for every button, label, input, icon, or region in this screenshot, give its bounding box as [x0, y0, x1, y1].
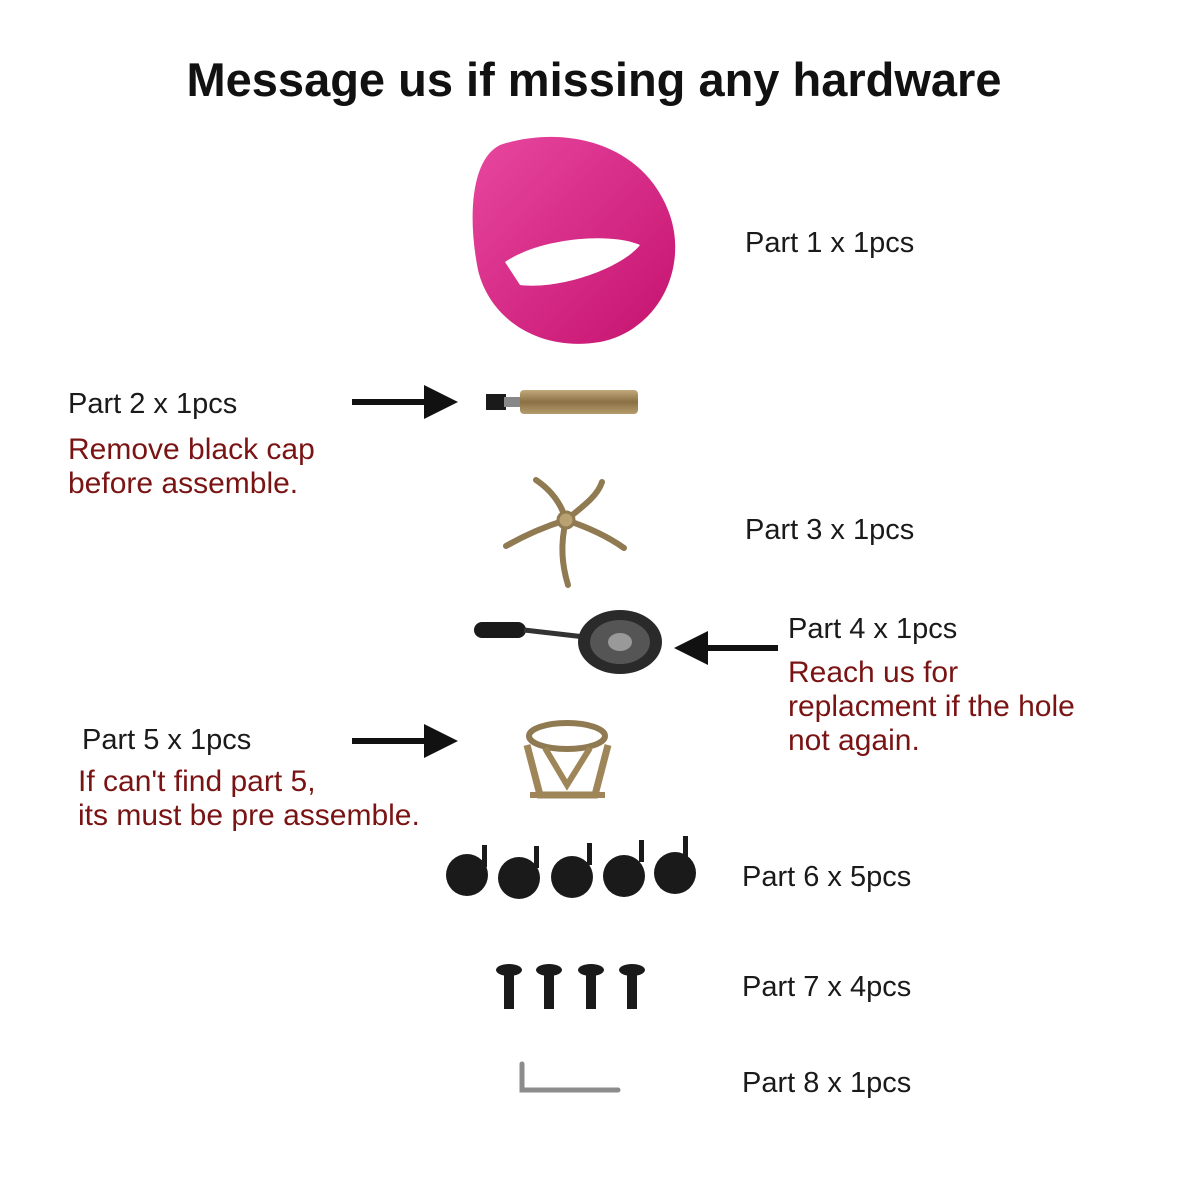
cylinder-cover-ring-icon: [523, 720, 612, 799]
part-8-label: Part 8 x 1pcs: [742, 1067, 912, 1099]
part-7-label: Part 7 x 4pcs: [742, 971, 912, 1003]
allen-key-icon: [519, 1061, 621, 1093]
part-3-label: Part 3 x 1pcs: [745, 514, 915, 546]
part-4-note-line-2: replacment if the hole: [788, 690, 1075, 723]
arrow-right-icon: [352, 385, 458, 419]
part-5-note-line-1: If can't find part 5,: [78, 765, 316, 798]
part-4-note-line-1: Reach us for: [788, 656, 959, 689]
star-base-icon: [503, 477, 627, 588]
part-2-note-line-2: before assemble.: [68, 467, 299, 500]
gas-lift-cylinder-icon: [486, 390, 638, 414]
part-2-label: Part 2 x 1pcs: [68, 388, 238, 420]
part-2-note: Remove black cap before assemble.: [68, 433, 315, 501]
arrow-right-icon: [352, 724, 458, 758]
part-4-note-line-3: not again.: [788, 724, 920, 757]
caster-wheel-icon: [446, 836, 696, 899]
part-4-label: Part 4 x 1pcs: [788, 613, 958, 645]
page-title: Message us if missing any hardware: [186, 53, 1002, 106]
part-5-label: Part 5 x 1pcs: [82, 724, 252, 756]
part-4-note: Reach us for replacment if the hole not …: [788, 656, 1075, 758]
screw-icon: [496, 964, 645, 1009]
part-5-note: If can't find part 5, its must be pre as…: [78, 765, 420, 833]
tilt-mechanism-icon: [474, 610, 662, 674]
part-1-label: Part 1 x 1pcs: [745, 227, 915, 259]
arrow-left-icon: [674, 631, 778, 665]
part-6-label: Part 6 x 5pcs: [742, 861, 912, 893]
seat-shell-icon: [472, 136, 676, 344]
part-2-note-line-1: Remove black cap: [68, 433, 315, 466]
part-5-note-line-2: its must be pre assemble.: [78, 799, 420, 832]
